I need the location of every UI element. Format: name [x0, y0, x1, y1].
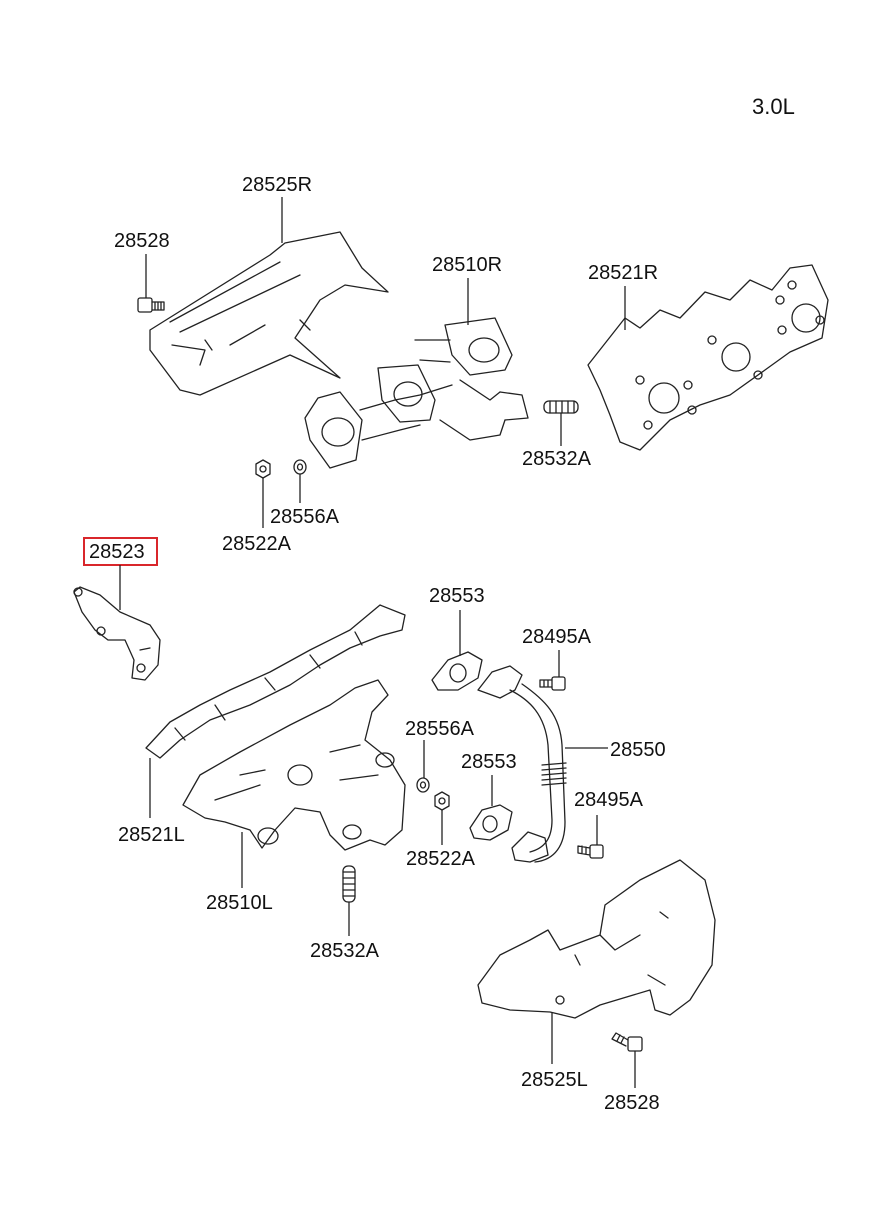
nut-28522A-top-part[interactable]	[255, 459, 271, 479]
label-28521R[interactable]: 28521R	[588, 262, 658, 284]
label-28525L[interactable]: 28525L	[521, 1069, 588, 1091]
label-28528-bottom[interactable]: 28528	[604, 1092, 660, 1114]
exhaust-manifold-right-part[interactable]	[304, 317, 529, 469]
label-28523[interactable]: 28523	[89, 541, 145, 563]
heat-protector-left-part[interactable]	[477, 859, 716, 1019]
nut-28522A-mid-part[interactable]	[434, 791, 450, 811]
egr-pipe-28550-part[interactable]	[477, 665, 567, 863]
bracket-28523-part[interactable]	[73, 586, 161, 681]
bolt-28495A-top-part[interactable]	[539, 676, 566, 691]
washer-28556A-mid-part[interactable]	[416, 777, 430, 793]
washer-28556A-top-part[interactable]	[293, 459, 307, 475]
bolt-28528-top-part[interactable]	[137, 297, 165, 313]
stud-28532A-bottom-part[interactable]	[342, 865, 356, 903]
stud-28532A-top-part[interactable]	[543, 400, 579, 414]
bolt-28528-bottom-part[interactable]	[611, 1032, 643, 1052]
label-28510L[interactable]: 28510L	[206, 892, 273, 914]
exhaust-manifold-left-part[interactable]	[182, 679, 406, 851]
label-28510R[interactable]: 28510R	[432, 254, 502, 276]
label-28550[interactable]: 28550	[610, 739, 666, 761]
bolt-28495A-mid-part[interactable]	[577, 844, 604, 859]
label-28532A-bottom[interactable]: 28532A	[310, 940, 380, 962]
label-28522A-top[interactable]: 28522A	[222, 533, 292, 555]
engine-spec: 3.0L	[752, 94, 795, 119]
gasket-right-part[interactable]	[587, 264, 829, 451]
gasket-left-part[interactable]	[145, 604, 406, 759]
heat-protector-right-part[interactable]	[149, 231, 389, 396]
label-28553-top[interactable]: 28553	[429, 585, 485, 607]
label-28495A-mid[interactable]: 28495A	[574, 789, 644, 811]
gasket-28553-mid-part[interactable]	[469, 804, 513, 841]
label-28495A-top[interactable]: 28495A	[522, 626, 592, 648]
label-28556A-top[interactable]: 28556A	[270, 506, 340, 528]
label-28556A-mid[interactable]: 28556A	[405, 718, 475, 740]
label-28522A-mid[interactable]: 28522A	[406, 848, 476, 870]
label-28528-top[interactable]: 28528	[114, 230, 170, 252]
label-28525R[interactable]: 28525R	[242, 174, 312, 196]
label-28521L[interactable]: 28521L	[118, 824, 185, 846]
gasket-28553-top-part[interactable]	[431, 651, 483, 691]
label-28532A-top[interactable]: 28532A	[522, 448, 592, 470]
label-28553-mid[interactable]: 28553	[461, 751, 517, 773]
